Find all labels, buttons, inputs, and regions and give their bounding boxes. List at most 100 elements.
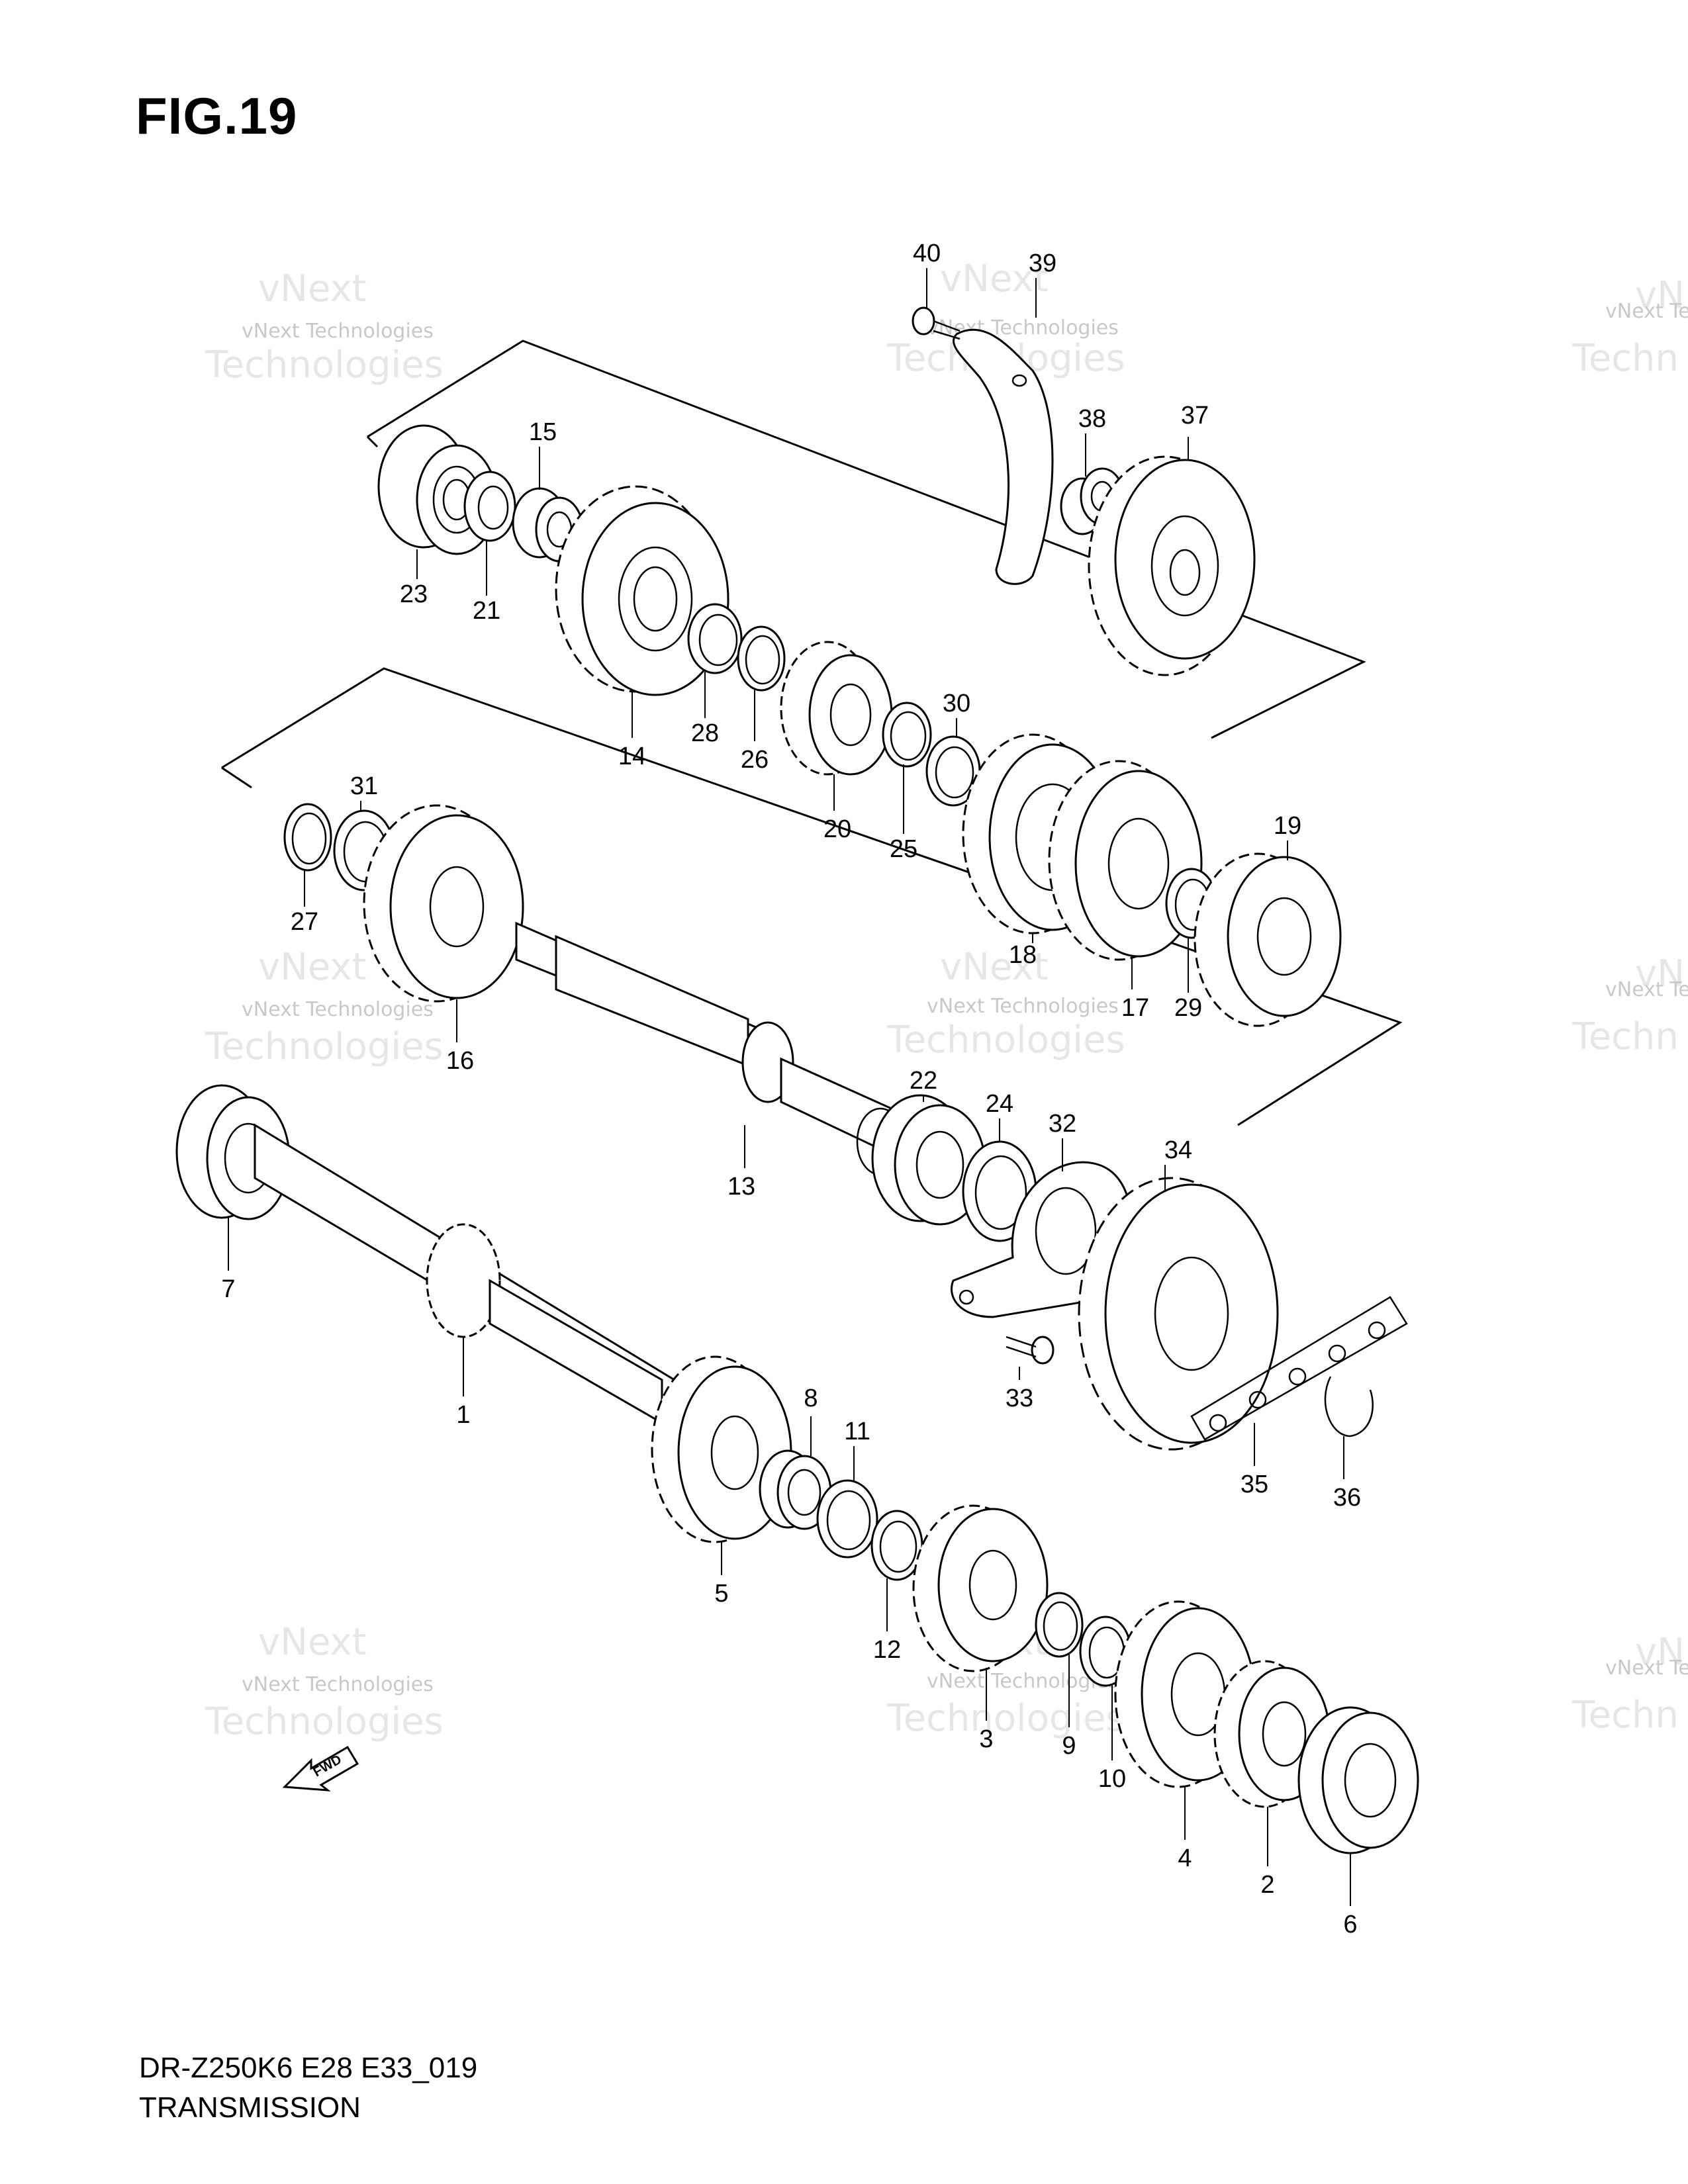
watermark-small: vNext Technologies xyxy=(242,998,434,1021)
callout-2: 2 xyxy=(1260,1871,1274,1899)
callout-37: 37 xyxy=(1181,402,1209,430)
watermark-mid-center: vNext Technologies vNext Technologies xyxy=(886,946,1125,1062)
driveshaft-assembly-frame xyxy=(221,667,1403,1126)
watermark-big: vNext xyxy=(258,946,367,989)
watermark-small: vNext Technologies xyxy=(927,995,1119,1018)
washer-11 xyxy=(816,1479,878,1559)
callout-9: 9 xyxy=(1062,1732,1076,1760)
watermark-big: vNext xyxy=(258,267,367,310)
callout-13: 13 xyxy=(727,1173,755,1201)
callout-35: 35 xyxy=(1241,1471,1268,1498)
gear-3 xyxy=(912,1504,1049,1672)
countershaft-assembly-frame xyxy=(366,340,1366,739)
callout-16: 16 xyxy=(446,1047,474,1075)
watermark-big: Techn xyxy=(1571,1694,1679,1737)
bolt-33 xyxy=(1006,1336,1055,1365)
circlip-9 xyxy=(1035,1592,1084,1658)
fwd-direction-arrow: FWD xyxy=(282,1745,359,1792)
callout-12: 12 xyxy=(873,1636,901,1664)
callout-31: 31 xyxy=(350,772,378,800)
watermark-big: vNext xyxy=(940,257,1049,300)
watermark-big: Technologies xyxy=(886,1019,1125,1062)
callout-20: 20 xyxy=(823,815,851,843)
callout-28: 28 xyxy=(691,719,719,747)
callout-11: 11 xyxy=(844,1418,870,1445)
callout-8: 8 xyxy=(804,1385,818,1412)
gear-17 xyxy=(1048,760,1203,961)
bushing-15 xyxy=(512,487,584,563)
callout-6: 6 xyxy=(1343,1911,1357,1938)
gear-19 xyxy=(1194,852,1342,1027)
callout-30: 30 xyxy=(943,690,970,717)
clip-36 xyxy=(1324,1376,1374,1437)
watermark-top-left: vNext Technologies vNext Technologies xyxy=(205,267,444,387)
callout-36: 36 xyxy=(1333,1484,1361,1512)
circlip-26 xyxy=(737,625,786,692)
watermark-mid-right: vN vNext Te Techn xyxy=(1571,952,1688,1058)
callout-4: 4 xyxy=(1178,1844,1192,1872)
figure-title: FIG.19 xyxy=(136,87,298,145)
leader-lines xyxy=(228,268,1351,1906)
callout-3: 3 xyxy=(979,1725,993,1753)
callout-15: 15 xyxy=(529,418,557,446)
callout-39: 39 xyxy=(1029,250,1056,277)
callout-34: 34 xyxy=(1164,1136,1192,1164)
callout-33: 33 xyxy=(1006,1385,1033,1412)
engine-sprocket-34 xyxy=(1078,1177,1279,1451)
washer-30 xyxy=(925,735,981,807)
circlip-25 xyxy=(882,702,932,768)
watermark-big: vNext xyxy=(258,1621,367,1664)
callout-14: 14 xyxy=(618,743,646,770)
countershaft-13 xyxy=(515,921,915,1176)
watermark-top-right: vN vNext Te Techn xyxy=(1571,274,1688,380)
callout-26: 26 xyxy=(741,746,769,774)
watermark-small: vNext Te xyxy=(1605,300,1688,323)
gear-16 xyxy=(363,804,524,1003)
watermark-small: vNext Te xyxy=(1605,978,1688,1001)
bearing-22 xyxy=(871,1094,986,1226)
watermark-big: vNext xyxy=(940,946,1049,989)
bearing-23 xyxy=(377,424,498,555)
gear-20 xyxy=(780,641,893,776)
bearing-7 xyxy=(175,1084,291,1220)
callout-22: 22 xyxy=(910,1067,937,1095)
callout-7: 7 xyxy=(221,1275,235,1303)
callout-19: 19 xyxy=(1274,812,1301,840)
callout-21: 21 xyxy=(473,597,500,625)
shift-cam-stopper-39 xyxy=(952,328,1054,585)
callout-1: 1 xyxy=(456,1401,470,1429)
callout-23: 23 xyxy=(400,580,428,608)
callout-38: 38 xyxy=(1078,405,1106,433)
callout-numbers: 23 21 15 14 28 26 20 25 30 18 17 29 19 2… xyxy=(221,240,1361,1938)
gear-5 xyxy=(651,1355,792,1543)
callout-40: 40 xyxy=(913,240,941,267)
watermark-big: Technologies xyxy=(205,343,444,387)
watermark-big: vN xyxy=(1635,1631,1685,1674)
section-name: TRANSMISSION xyxy=(139,2091,361,2124)
watermark-small: vNext Technologies xyxy=(242,320,434,343)
callout-18: 18 xyxy=(1009,941,1037,969)
callout-25: 25 xyxy=(890,835,917,863)
callout-5: 5 xyxy=(714,1580,728,1608)
watermark-big: Techn xyxy=(1571,337,1679,380)
watermark-big: vN xyxy=(1635,952,1685,995)
callout-32: 32 xyxy=(1049,1110,1076,1138)
circlip-12 xyxy=(870,1510,923,1581)
drive-chain-35 xyxy=(1190,1296,1408,1441)
callout-24: 24 xyxy=(986,1090,1013,1118)
callout-10: 10 xyxy=(1098,1765,1126,1793)
washer-28 xyxy=(687,603,743,674)
callout-27: 27 xyxy=(291,908,318,936)
watermarks: vNext Technologies vNext Technologies vN… xyxy=(205,257,1688,1743)
circlip-27 xyxy=(283,803,332,872)
watermark-small: vNext Technologies xyxy=(242,1673,434,1696)
watermark-bottom-right: vN vNext Te Techn xyxy=(1571,1631,1688,1737)
washer-21 xyxy=(463,471,516,542)
watermark-small: vNext Te xyxy=(1605,1657,1688,1680)
watermark-big: vN xyxy=(1635,274,1685,317)
bolt-40 xyxy=(912,306,961,340)
model-code: DR-Z250K6 E28 E33_019 xyxy=(139,2052,478,2084)
callout-17: 17 xyxy=(1121,994,1149,1022)
driveshaft-1 xyxy=(254,1123,703,1445)
